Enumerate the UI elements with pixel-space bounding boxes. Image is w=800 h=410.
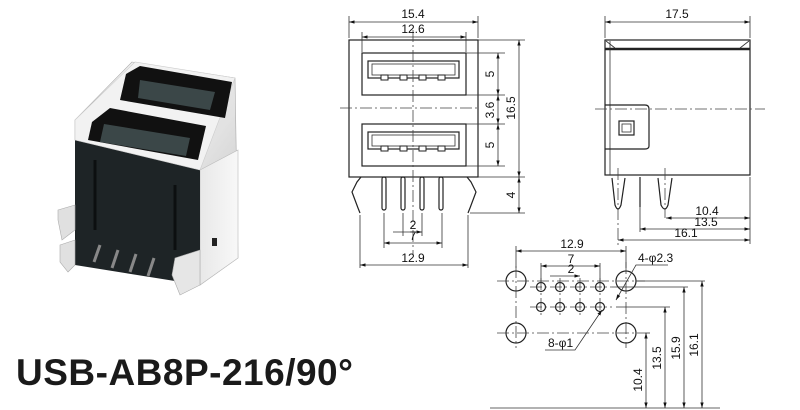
fp-dim-c: 15.9 [669, 336, 683, 360]
fp-dim-pin-span: 7 [568, 252, 575, 266]
pcb-footprint: 12.9 7 2 4-φ2.3 8-φ1 10.4 13.5 15.9 16.1 [490, 237, 720, 409]
photo-pins [92, 244, 156, 277]
dim-port-height-bottom: 5 [483, 141, 497, 148]
dim-overall-width: 15.4 [401, 7, 425, 21]
dim-port-gap: 3.6 [483, 101, 497, 118]
side-view: 17.5 10.4 13.5 16.1 [595, 7, 765, 246]
front-view: 15.4 12.6 5 3.6 5 16.5 4 2 7 12.9 [340, 7, 525, 268]
fp-dim-b: 13.5 [650, 346, 664, 370]
product-title: USB-AB8P-216/90° [16, 352, 354, 393]
product-photo [57, 61, 239, 296]
dim-leg-span: 12.9 [401, 251, 425, 265]
dim-pin-pitch: 2 [410, 218, 417, 232]
side-dim-b: 13.5 [694, 215, 718, 229]
dim-overall-height: 16.5 [504, 96, 518, 120]
dim-port-width: 12.6 [401, 22, 425, 36]
dim-port-height-top: 5 [483, 70, 497, 77]
dim-pin-length: 4 [504, 191, 518, 198]
front-pins [351, 176, 477, 214]
side-dim-c: 16.1 [674, 226, 698, 240]
fp-dim-d: 16.1 [687, 333, 701, 357]
dim-pin-span: 7 [410, 229, 417, 243]
dim-depth: 17.5 [665, 7, 689, 21]
label-mounting-holes: 4-φ2.3 [638, 251, 673, 265]
fp-dim-pin-pitch: 2 [568, 262, 575, 276]
side-dim-a: 10.4 [695, 204, 719, 218]
fp-dim-a: 10.4 [631, 368, 645, 392]
label-pin-holes: 8-φ1 [548, 336, 573, 350]
fp-dim-width: 12.9 [560, 237, 584, 251]
